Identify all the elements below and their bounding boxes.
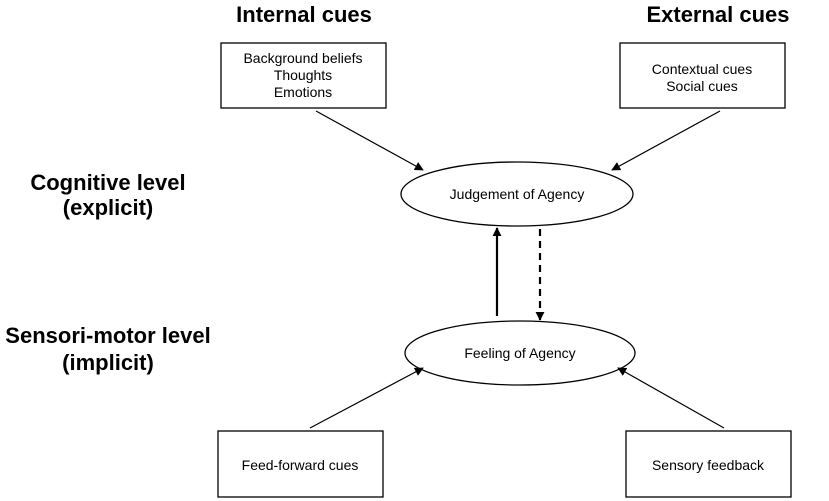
internal-cues-box: Background beliefs Thoughts Emotions [220,42,387,109]
internal-cue-emotions: Emotions [274,84,332,100]
heading-sensorimotor-implicit: (implicit) [62,350,154,375]
arrow-sensory-to-feeling [617,367,725,429]
feed-forward-cues-label: Feed-forward cues [242,457,359,473]
feeling-of-agency-label: Feeling of Agency [464,345,575,361]
heading-cognitive-level: Cognitive level [30,170,185,195]
arrow-external-to-judgement [611,110,721,171]
judgement-of-agency-node: Judgement of Agency [400,161,634,227]
feed-forward-cues-box: Feed-forward cues [217,430,384,498]
heading-external-cues: External cues [646,2,789,27]
judgement-of-agency-label: Judgement of Agency [450,186,585,202]
arrow-internal-to-judgement [315,110,424,171]
heading-sensorimotor-level: Sensori-motor level [5,323,210,348]
feeling-of-agency-node: Feeling of Agency [404,320,636,386]
external-cue-contextual: Contextual cues [652,61,752,77]
arrow-feedforward-to-feeling [309,367,424,429]
heading-internal-cues: Internal cues [236,2,372,27]
sensory-feedback-label: Sensory feedback [652,457,765,473]
sensory-feedback-box: Sensory feedback [625,430,792,498]
external-cues-box: Contextual cues Social cues [619,42,786,109]
heading-cognitive-explicit: (explicit) [63,195,153,220]
external-cue-social: Social cues [666,78,738,94]
internal-cue-background-beliefs: Background beliefs [243,50,362,66]
internal-cue-thoughts: Thoughts [274,67,332,83]
